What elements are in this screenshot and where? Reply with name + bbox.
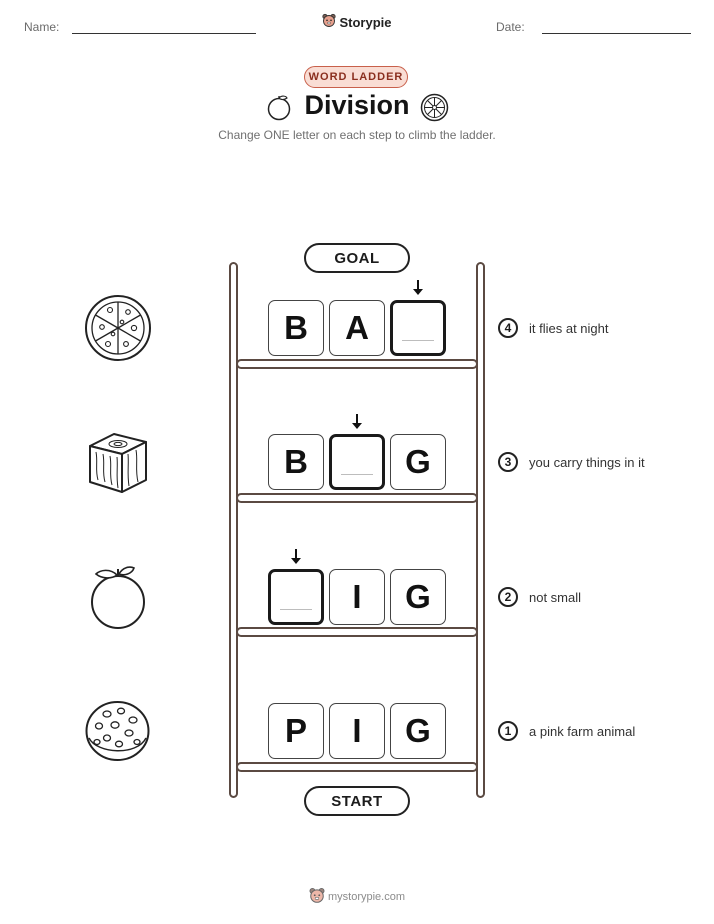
bear-mascot-icon: [309, 887, 325, 907]
ladder-rail-left: [229, 262, 238, 798]
ladder-rung: [236, 493, 478, 503]
letter-tile: G: [390, 569, 446, 625]
cookie-icon: [85, 700, 150, 767]
instructions: Change ONE letter on each step to climb …: [218, 128, 496, 142]
step-number: 2: [498, 587, 518, 607]
pizza-icon: [84, 294, 152, 367]
arrow-down-icon: [350, 414, 364, 435]
brand-name: Storypie: [339, 14, 392, 30]
bear-mascot-icon: [322, 13, 337, 31]
letter-tile: B: [268, 434, 324, 490]
orange-slice-icon: [420, 93, 449, 127]
step-clue: you carry things in it: [529, 455, 645, 470]
letter-tile: I: [329, 703, 385, 759]
step-clue: not small: [529, 590, 582, 605]
letter-tile: P: [268, 703, 324, 759]
arrow-down-icon: [411, 280, 425, 301]
activity-badge: WORD LADDER: [304, 66, 408, 88]
letter-tile: I: [329, 569, 385, 625]
goal-label: GOAL: [304, 243, 410, 273]
step-number: 3: [498, 452, 518, 472]
orange-icon: [88, 564, 148, 635]
orange-icon: [265, 93, 293, 126]
blank-letter-input[interactable]: [390, 300, 446, 356]
step-number: 4: [498, 318, 518, 338]
footer: mystorypie.com: [0, 887, 714, 907]
letter-tile: G: [390, 434, 446, 490]
blank-letter-input[interactable]: [329, 434, 385, 490]
ladder-rail-right: [476, 262, 485, 798]
step-clue: it flies at night: [529, 321, 609, 336]
name-line[interactable]: [72, 33, 256, 34]
letter-tile: G: [390, 703, 446, 759]
step-clue: a pink farm animal: [529, 724, 636, 739]
worksheet-title: Division: [304, 90, 410, 120]
name-label: Name:: [24, 20, 60, 34]
date-label: Date:: [496, 20, 525, 34]
arrow-down-icon: [289, 549, 303, 570]
ladder-rung: [236, 627, 478, 637]
ladder-rung: [236, 359, 478, 369]
date-line[interactable]: [542, 33, 691, 34]
letter-tile: B: [268, 300, 324, 356]
step-number: 1: [498, 721, 518, 741]
brand: Storypie: [0, 13, 714, 31]
start-label: START: [304, 786, 410, 816]
letter-tile: A: [329, 300, 385, 356]
wood-cube-icon: [86, 430, 150, 499]
blank-letter-input[interactable]: [268, 569, 324, 625]
footer-site: mystorypie.com: [327, 891, 406, 903]
ladder-rung: [236, 762, 478, 772]
